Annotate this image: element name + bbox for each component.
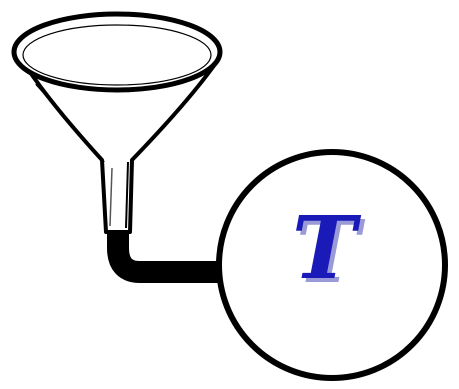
circle-node: [216, 149, 448, 381]
funnel-icon: [11, 11, 223, 234]
connector-pipe: [107, 232, 228, 283]
t-letter-shadow: T: [296, 202, 366, 303]
t-letter: T: [292, 198, 362, 299]
